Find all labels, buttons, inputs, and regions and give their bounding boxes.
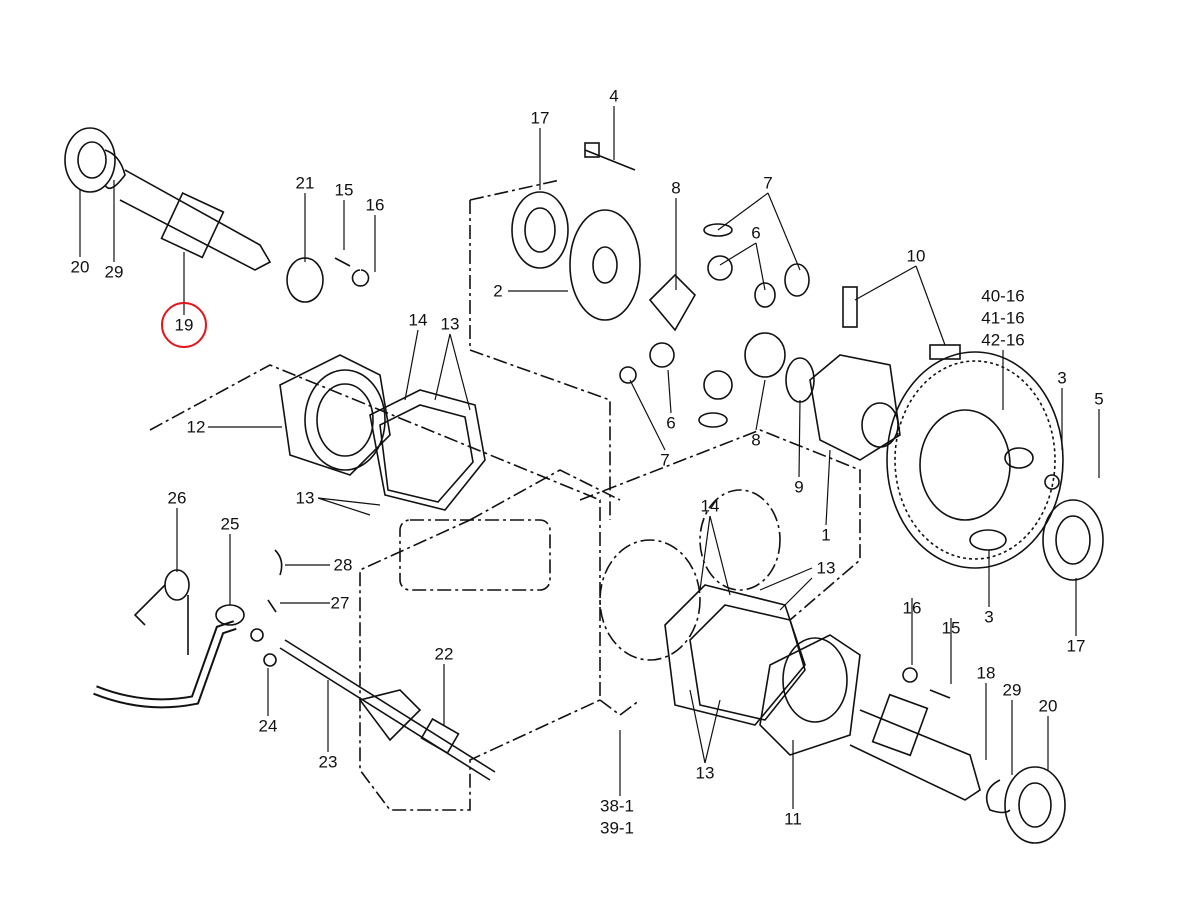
part-callout-9: 9 bbox=[794, 477, 804, 497]
part-callout-17: 17 bbox=[1066, 636, 1086, 656]
part-callout-27: 27 bbox=[330, 593, 350, 613]
part-callout-16: 16 bbox=[365, 195, 385, 215]
part-callout-29: 29 bbox=[104, 262, 124, 282]
part-callout-13: 13 bbox=[816, 558, 836, 578]
part-callout-14: 14 bbox=[700, 496, 720, 516]
part-callout-13: 13 bbox=[295, 488, 315, 508]
shaft-19 bbox=[64, 127, 370, 303]
part-callout-40-16: 40-16 bbox=[981, 286, 1025, 306]
lever-assembly bbox=[93, 549, 496, 781]
part-callout-18: 18 bbox=[976, 663, 996, 683]
part-callout-12: 12 bbox=[186, 417, 206, 437]
bearing-housing-12 bbox=[279, 354, 486, 511]
part-callout-1: 1 bbox=[821, 525, 831, 545]
part-callout-8: 8 bbox=[751, 430, 761, 450]
housing-outline bbox=[149, 179, 861, 811]
leader-lines bbox=[79, 106, 1100, 809]
part-callout-22: 22 bbox=[434, 644, 454, 664]
part-callout-28: 28 bbox=[333, 555, 353, 575]
part-callout-42-16: 42-16 bbox=[981, 330, 1025, 350]
ring-gear bbox=[886, 351, 1104, 581]
part-callout-21: 21 bbox=[295, 173, 315, 193]
part-callout-13: 13 bbox=[440, 314, 460, 334]
part-callout-14: 14 bbox=[408, 310, 428, 330]
part-callout-11: 11 bbox=[784, 809, 802, 829]
part-callout-13: 13 bbox=[695, 763, 715, 783]
part-callout-25: 25 bbox=[220, 514, 240, 534]
highlight-circle bbox=[161, 302, 207, 348]
part-callout-41-16: 41-16 bbox=[981, 308, 1025, 328]
part-callout-2: 2 bbox=[493, 281, 503, 301]
part-callout-15: 15 bbox=[941, 618, 961, 638]
differential-assembly bbox=[511, 142, 961, 461]
part-callout-20: 20 bbox=[1038, 696, 1058, 716]
part-callout-29: 29 bbox=[1002, 680, 1022, 700]
part-callout-3: 3 bbox=[984, 607, 994, 627]
part-callout-38-1: 38-1 bbox=[599, 796, 635, 816]
part-callout-15: 15 bbox=[334, 180, 354, 200]
part-callout-39-1: 39-1 bbox=[599, 818, 635, 838]
part-callout-26: 26 bbox=[167, 488, 187, 508]
part-callout-8: 8 bbox=[671, 178, 681, 198]
part-callout-24: 24 bbox=[258, 716, 278, 736]
part-callout-5: 5 bbox=[1094, 389, 1104, 409]
part-callout-3: 3 bbox=[1057, 368, 1067, 388]
part-callout-17: 17 bbox=[530, 108, 550, 128]
part-callout-4: 4 bbox=[609, 86, 619, 106]
part-callout-20: 20 bbox=[70, 257, 90, 277]
part-callout-6: 6 bbox=[666, 413, 676, 433]
part-callout-6: 6 bbox=[751, 223, 761, 243]
part-callout-7: 7 bbox=[660, 450, 670, 470]
part-callout-16: 16 bbox=[902, 598, 922, 618]
part-callout-23: 23 bbox=[318, 752, 338, 772]
part-callout-10: 10 bbox=[906, 246, 926, 266]
part-callout-7: 7 bbox=[763, 173, 773, 193]
output-assembly bbox=[664, 584, 1066, 844]
